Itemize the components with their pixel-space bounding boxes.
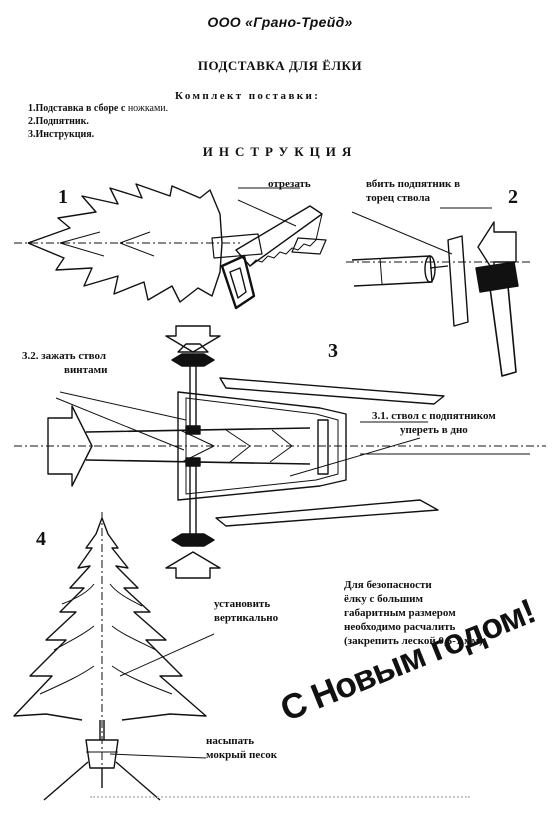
hammer-icon — [475, 261, 519, 377]
screw-wing-nut-icon — [171, 343, 215, 547]
arrow-up-icon — [165, 551, 221, 579]
kit-item-text-normal: ножками. — [125, 103, 169, 114]
step-4-vertical-label-line2: вертикально — [214, 612, 279, 624]
kit-item-text: 3.Инструкция. — [28, 129, 95, 140]
step-4-tree-drawing — [13, 512, 207, 772]
safety-note-line: Для безопасности — [344, 579, 432, 591]
step-3-2-label-line1: 3.2. зажать ствол — [22, 350, 107, 362]
step-4-leader-lines — [109, 633, 215, 759]
step-3-number: 3 — [328, 340, 338, 362]
kit-item-text: 2.Подпятник. — [28, 116, 89, 127]
kit-item: 1.Подставка в сборе с ножками. — [28, 102, 168, 115]
instructions-heading: ИНСТРУКЦИЯ — [202, 144, 358, 159]
arrow-down-icon — [165, 325, 221, 353]
step-4-sand-label-line2: мокрый песок — [206, 749, 278, 761]
step-2-number: 2 — [508, 186, 518, 208]
step-2-label-line2: торец ствола — [366, 192, 431, 204]
step-3-1-label-line2: упереть в дно — [400, 424, 468, 436]
step-3-leader-lines — [55, 391, 187, 451]
kit-item-text: 1.Подставка в сборе с — [28, 103, 126, 114]
step-3-2-label-line2: винтами — [64, 364, 108, 376]
step-3-stand-section — [14, 377, 546, 527]
kit-heading: Комплект поставки: — [175, 90, 321, 102]
safety-note-line: ёлку с большим — [344, 593, 423, 605]
safety-note-line: необходимо расчалить — [344, 621, 456, 633]
document-title: ПОДСТАВКА ДЛЯ ЁЛКИ — [197, 58, 363, 73]
company-name: ООО «Грано-Трейд» — [207, 14, 353, 30]
kit-item: 2.Подпятник. — [28, 115, 168, 128]
safety-note-line: (закрепить леской 0,5-1 мм) — [344, 635, 483, 647]
step-1-number: 1 — [58, 186, 68, 208]
step-1-label: отрезать — [268, 178, 311, 190]
step-3-1-label-line1: 3.1. ствол с подпятником — [372, 410, 496, 422]
kit-list: 1.Подставка в сборе с ножками. 2.Подпятн… — [28, 102, 168, 141]
step-1-tree-drawing — [14, 183, 240, 303]
safety-note-line: габаритным размером — [344, 607, 456, 619]
footer-dotted-rule — [90, 796, 470, 804]
safety-note: Для безопасности ёлку с большим габаритн… — [344, 578, 483, 648]
saw-icon — [211, 187, 327, 310]
step-4-vertical-label-line1: установить — [214, 598, 271, 610]
step-4-number: 4 — [36, 528, 46, 550]
stand-with-legs-icon — [43, 739, 161, 801]
step-2-label-line1: вбить подпятник в — [366, 178, 461, 190]
step-4-sand-label-line1: насыпать — [206, 735, 255, 747]
kit-item: 3.Инструкция. — [28, 128, 168, 141]
